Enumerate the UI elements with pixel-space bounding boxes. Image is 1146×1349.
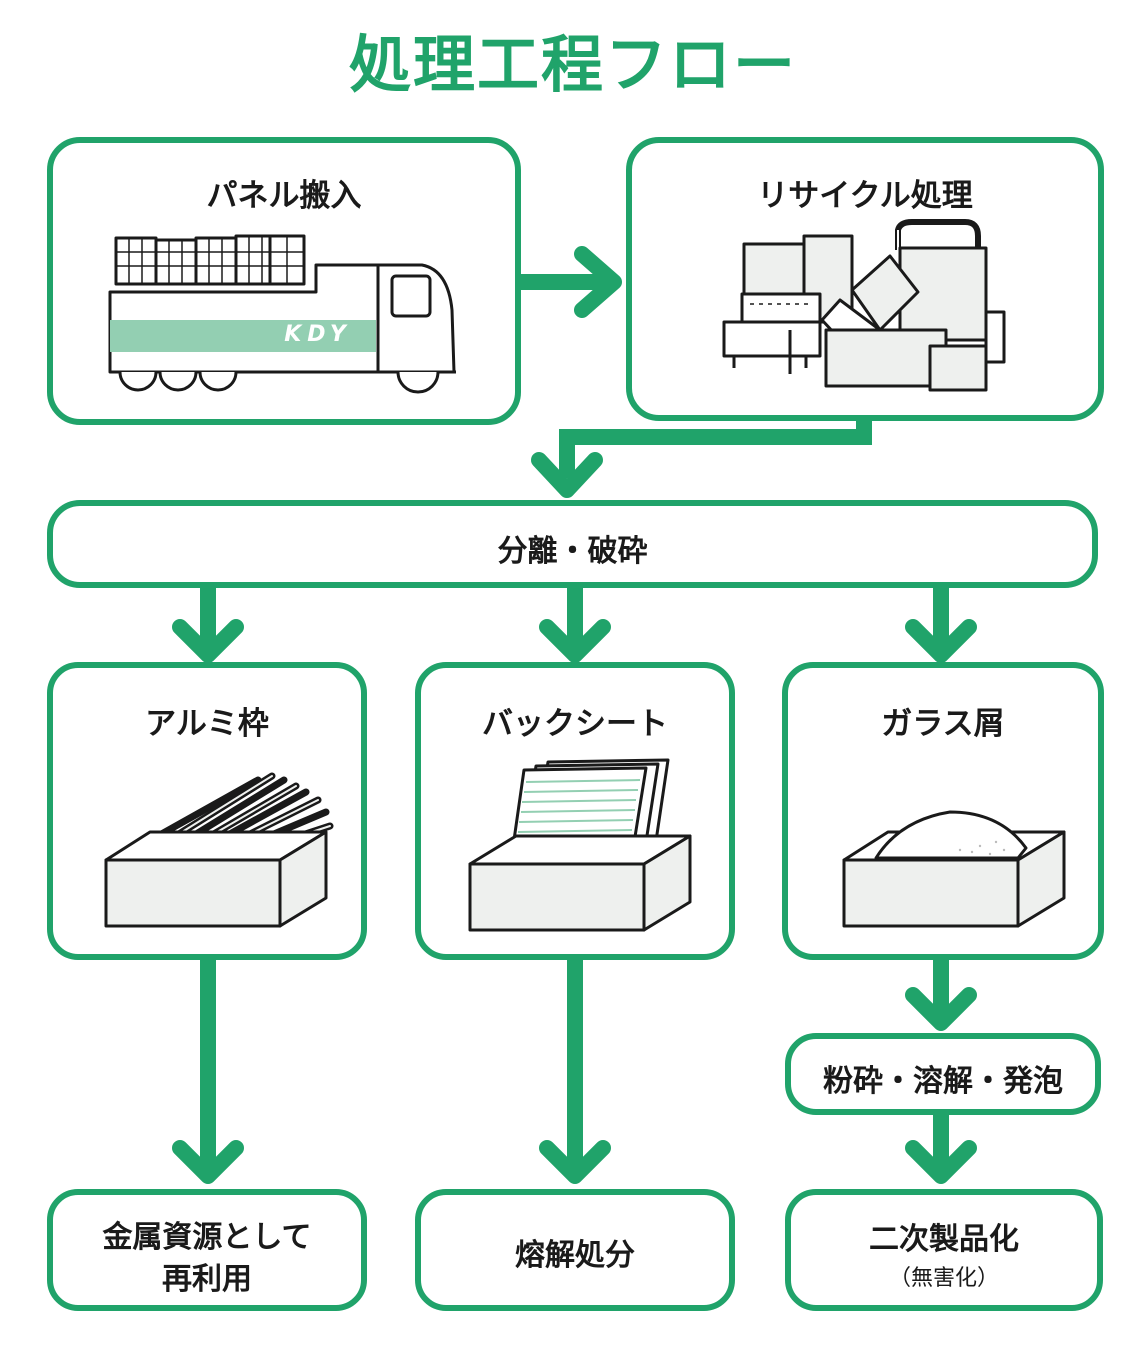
label-metal-reuse-line2: 再利用 bbox=[162, 1262, 252, 1297]
arrow-recycle-to-separation bbox=[559, 415, 872, 478]
box-melt-disposal bbox=[415, 1189, 735, 1311]
page-title: 処理工程フロー bbox=[348, 28, 797, 101]
label-metal-reuse-line1: 金属資源として bbox=[102, 1220, 312, 1255]
arrowhead-backsheet bbox=[539, 619, 611, 663]
label-secondary-product-note: （無害化） bbox=[888, 1266, 999, 1291]
label-glass: ガラス屑 bbox=[881, 706, 1005, 742]
glass-pile-box-icon bbox=[842, 810, 1066, 928]
label-panel-intake: パネル搬入 bbox=[206, 178, 362, 214]
box-glass-process bbox=[785, 1033, 1101, 1115]
label-recycle: リサイクル処理 bbox=[757, 178, 973, 214]
arrowhead-process bbox=[905, 987, 977, 1031]
arrowhead-separation bbox=[531, 452, 603, 498]
arrowhead-reuse bbox=[172, 1140, 244, 1184]
box-secondary-product bbox=[785, 1189, 1103, 1311]
arrowhead-glass bbox=[905, 619, 977, 663]
arrowhead-aluminum bbox=[172, 619, 244, 663]
label-melt-disposal: 熔解処分 bbox=[515, 1238, 635, 1273]
arrow-heads bbox=[172, 246, 977, 1184]
label-glass-process: 粉砕・溶解・発泡 bbox=[823, 1064, 1063, 1099]
truck-icon bbox=[108, 234, 456, 394]
arrowhead-secondary bbox=[905, 1140, 977, 1184]
aluminum-frame-box-icon bbox=[104, 772, 334, 928]
label-separation: 分離・破砕 bbox=[497, 534, 648, 569]
label-aluminum: アルミ枠 bbox=[145, 706, 269, 742]
label-secondary-product: 二次製品化 bbox=[869, 1222, 1019, 1257]
backsheet-box-icon bbox=[468, 758, 692, 932]
label-backsheet: バックシート bbox=[482, 706, 668, 742]
arrowhead-disposal bbox=[539, 1140, 611, 1184]
box-metal-reuse bbox=[47, 1189, 367, 1311]
truck-logo-text: KDY bbox=[284, 322, 352, 347]
arrowhead-right bbox=[574, 246, 622, 318]
box-separation bbox=[47, 500, 1098, 588]
connectors bbox=[200, 274, 949, 1170]
recycling-machine-icon bbox=[722, 219, 1006, 392]
